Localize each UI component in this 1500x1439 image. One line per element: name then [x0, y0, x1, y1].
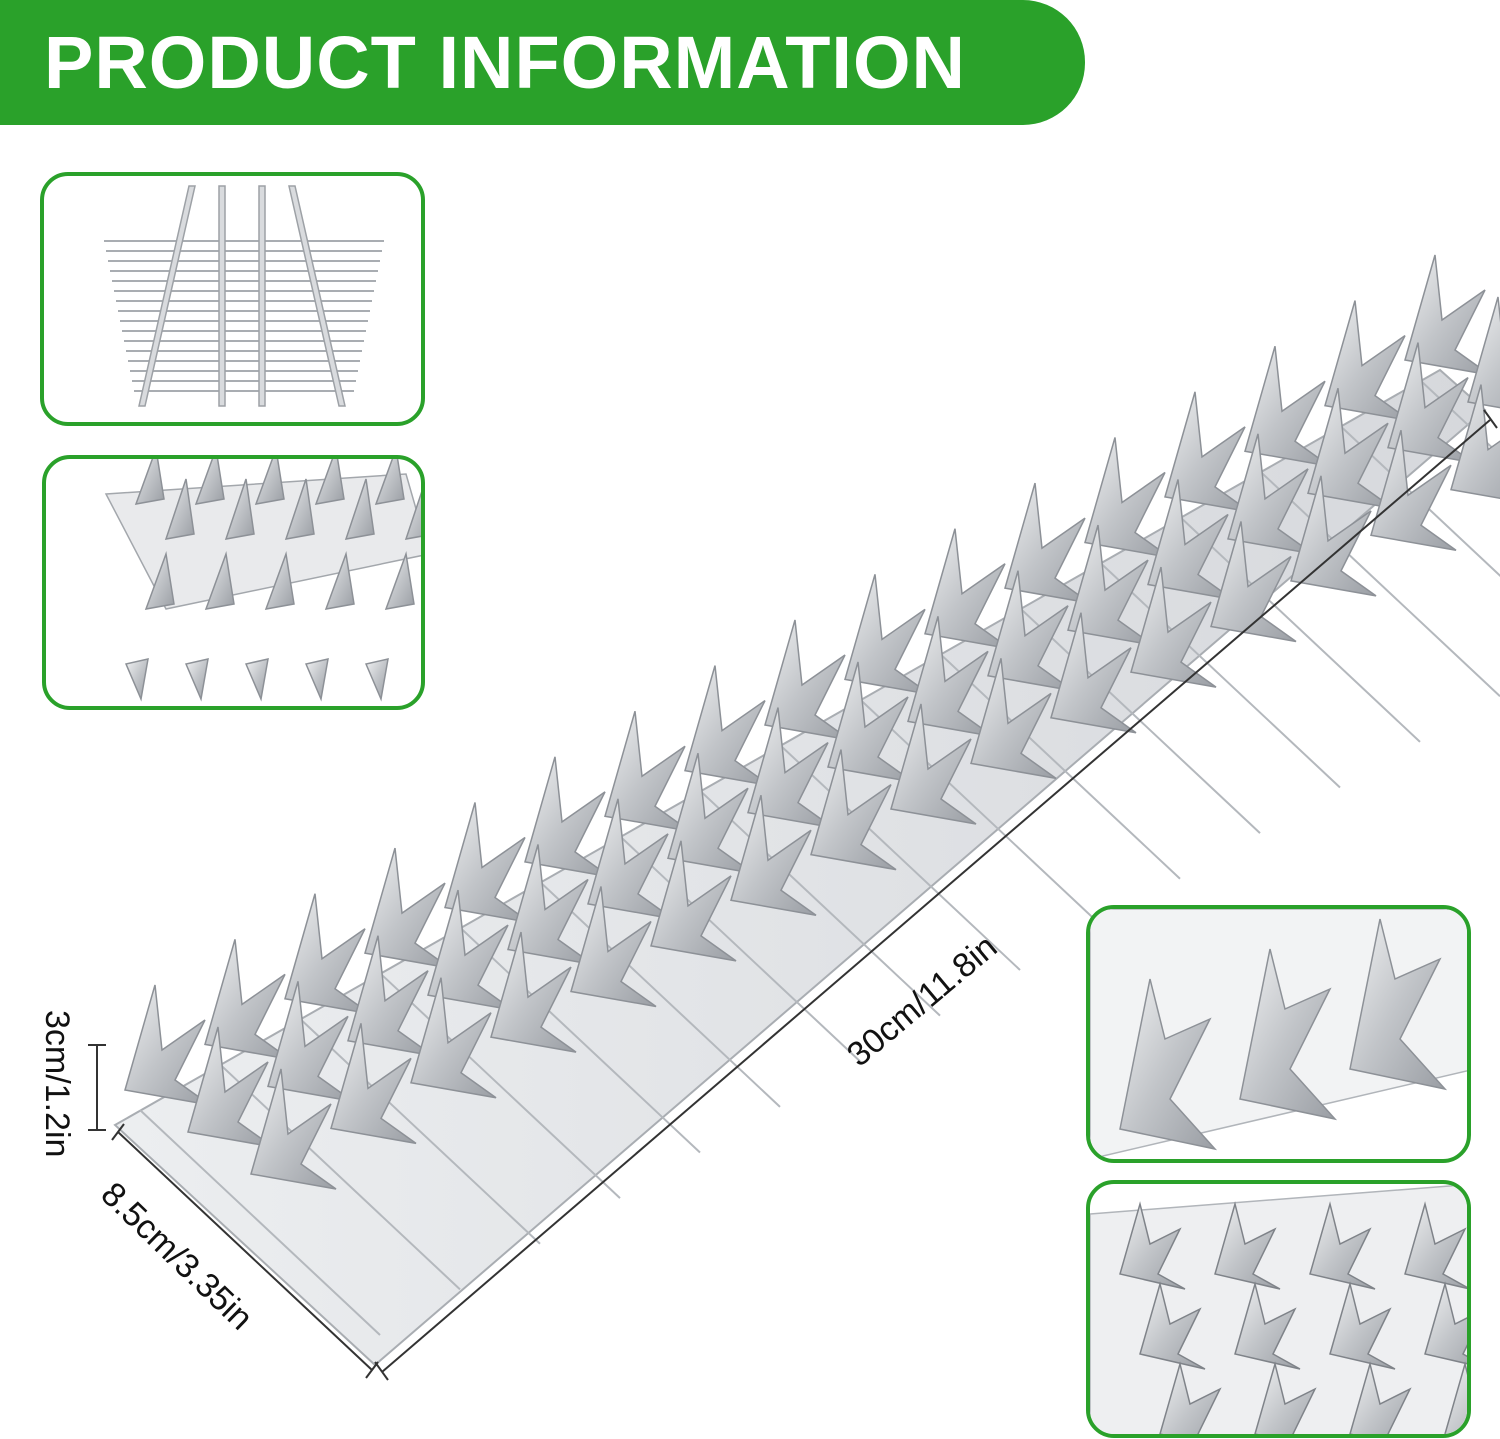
spike-k-shape	[1139, 1281, 1206, 1370]
spike-k-shape	[570, 886, 657, 1008]
spike-shape	[314, 459, 345, 505]
spike-column	[288, 185, 346, 407]
spike-k-shape	[810, 749, 897, 871]
spike-shape	[254, 459, 285, 505]
spike-k-shape	[1467, 296, 1500, 409]
base-divider-line	[1419, 379, 1500, 457]
spike-shape	[204, 551, 235, 610]
spike-k-shape	[970, 658, 1057, 780]
spike-k-shape	[1404, 1201, 1467, 1290]
spike-shape	[364, 658, 389, 702]
spike-k-shape	[1424, 1281, 1467, 1365]
spike-shape	[344, 478, 375, 540]
base-divider-line	[1099, 561, 1341, 789]
spike-k-shape	[1329, 1281, 1396, 1370]
spike-k-shape	[1444, 1361, 1467, 1434]
base-divider-line	[1259, 470, 1500, 697]
spike-shape	[284, 478, 315, 540]
base-divider-line	[779, 744, 1021, 971]
page-title: PRODUCT INFORMATION	[44, 21, 966, 104]
base-divider-line	[859, 698, 1101, 926]
spike-shape	[404, 491, 421, 540]
spike-k-shape	[1254, 1361, 1317, 1434]
spike-shape	[164, 478, 195, 540]
inset-closeup-spikes	[1086, 1180, 1471, 1438]
spike-shape	[264, 551, 295, 610]
spike-k-shape	[730, 795, 817, 916]
spike-shape	[324, 551, 355, 610]
spike-shape	[194, 459, 225, 505]
spike-column	[138, 185, 196, 407]
inset-angled-view	[42, 455, 425, 710]
spike-k-shape	[1210, 521, 1297, 643]
base-divider-line	[1339, 424, 1500, 577]
spike-k-shape	[1119, 978, 1218, 1151]
base-divider-line	[1179, 516, 1421, 743]
height-dimension-label: 3cm/1.2in	[38, 1010, 76, 1158]
inset-closeup-base	[1086, 905, 1471, 1163]
spike-shape	[224, 478, 255, 540]
spike-k-shape	[1349, 918, 1448, 1091]
spike-k-shape	[1050, 612, 1137, 734]
base-divider-line	[699, 789, 941, 1017]
spike-shape	[304, 658, 329, 702]
spike-k-shape	[1450, 384, 1500, 500]
spike-k-shape	[1214, 1201, 1281, 1290]
base-divider-line	[619, 835, 861, 1062]
inset-top-view	[40, 172, 425, 426]
spike-k-shape	[890, 703, 977, 825]
spike-k-shape	[1349, 1361, 1412, 1434]
base-divider-line	[539, 881, 781, 1108]
closeup-spikes-image	[1090, 1184, 1467, 1434]
spike-shape	[374, 459, 405, 505]
angled-view-image	[104, 459, 421, 702]
spike-k-shape	[650, 840, 737, 962]
base-plate	[1090, 1184, 1467, 1434]
spike-k-shape	[1119, 1201, 1186, 1290]
spike-k-shape	[1234, 1281, 1301, 1370]
base-divider-line	[139, 1109, 381, 1336]
spike-k-shape	[1159, 1361, 1222, 1434]
base-divider-line	[459, 926, 701, 1154]
spike-k-shape	[1239, 948, 1338, 1121]
spike-shape	[124, 658, 149, 702]
spike-k-shape	[1309, 1201, 1376, 1290]
header-banner: PRODUCT INFORMATION	[0, 0, 1085, 125]
spike-shape	[384, 551, 415, 610]
top-view-image	[104, 185, 384, 407]
spike-column	[258, 185, 266, 407]
spike-k-shape	[410, 977, 497, 1099]
closeup-base-image	[1090, 909, 1467, 1159]
spike-shape	[244, 658, 269, 702]
spike-k-shape	[1130, 566, 1217, 688]
spike-k-shape	[1290, 475, 1377, 597]
spike-shape	[184, 658, 209, 702]
spike-k-shape	[250, 1068, 337, 1190]
base-divider-line	[939, 653, 1181, 880]
spike-k-shape	[1370, 430, 1457, 551]
spike-k-shape	[330, 1023, 417, 1145]
spike-shape	[144, 551, 175, 610]
spike-shape	[134, 459, 165, 505]
base-divider-line	[219, 1063, 461, 1291]
base-divider-line	[299, 1018, 541, 1245]
spike-k-shape	[490, 931, 577, 1053]
spike-column	[218, 185, 226, 407]
base-divider-line	[379, 972, 621, 1199]
